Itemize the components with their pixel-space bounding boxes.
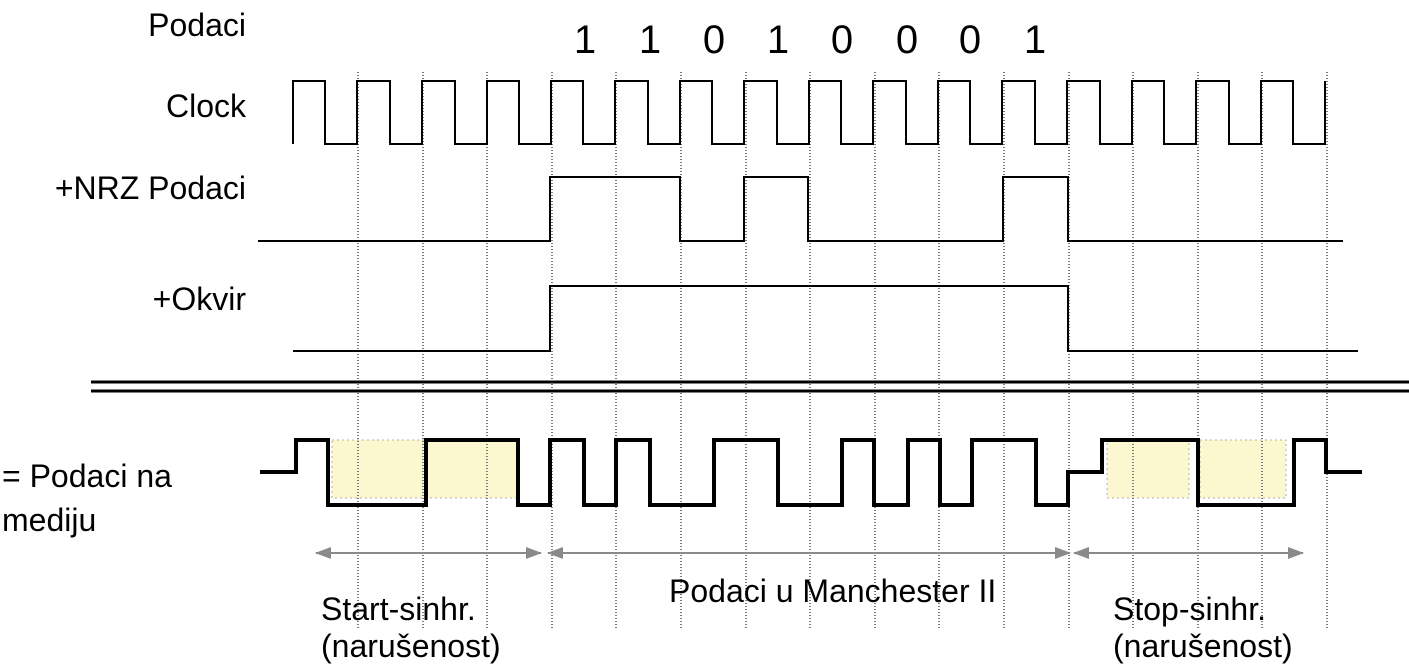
start-sync-label-line2: (narušenost) xyxy=(321,628,501,664)
bit-value: 0 xyxy=(703,18,725,62)
data-row-label: Podaci xyxy=(148,7,246,43)
medium-signal xyxy=(260,438,1362,507)
stop-sync-label-line2: (narušenost) xyxy=(1113,628,1293,664)
data-section-label: Podaci u Manchester II xyxy=(669,573,996,609)
stop-violation-highlight-2 xyxy=(1199,439,1287,499)
clock-row-label: Clock xyxy=(166,88,247,124)
bit-value: 0 xyxy=(896,18,918,62)
nrz-data-signal xyxy=(258,176,1343,242)
bit-value: 1 xyxy=(767,18,789,62)
bit-value: 1 xyxy=(574,18,596,62)
medium-row-label-line2: mediju xyxy=(2,502,96,538)
start-sync-label-line1: Start-sinhr. xyxy=(321,591,476,627)
stop-violation-highlight-1 xyxy=(1106,439,1190,499)
bit-value: 1 xyxy=(1024,18,1046,62)
bit-value: 1 xyxy=(639,18,661,62)
stop-sync-label-line1: Stop-sinhr. xyxy=(1113,591,1266,627)
bit-value: 0 xyxy=(959,18,981,62)
frame-signal xyxy=(293,285,1358,352)
clock-signal xyxy=(292,80,1326,145)
frame-row-label: +Okvir xyxy=(153,281,247,317)
bit-values: 1 1 0 1 0 0 0 1 xyxy=(574,18,1046,62)
nrz-row-label: +NRZ Podaci xyxy=(55,170,246,206)
bit-value: 0 xyxy=(831,18,853,62)
medium-row-label-line1: = Podaci na xyxy=(2,458,172,494)
